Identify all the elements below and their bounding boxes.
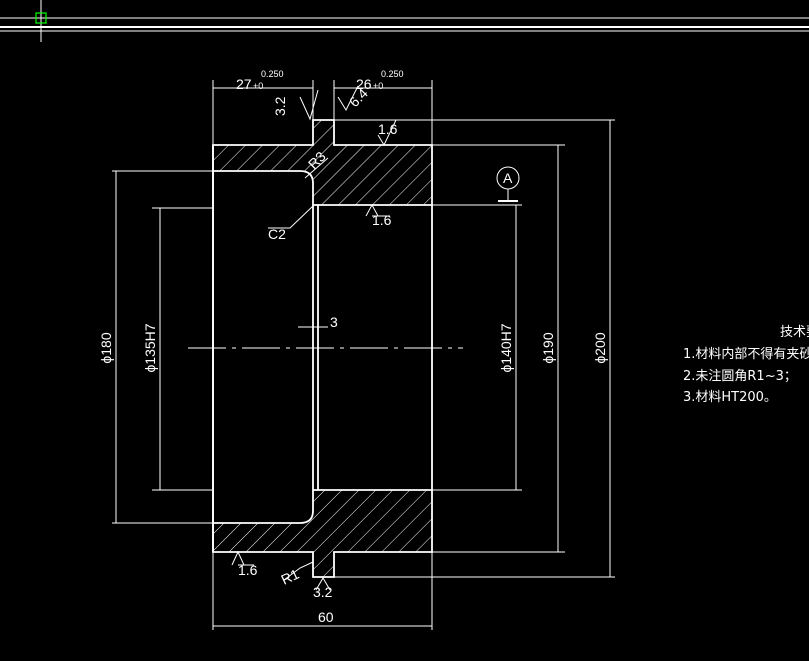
roughness-symbol-top-left (299, 89, 319, 121)
dim-phi190: ϕ190 (540, 332, 556, 363)
r3-leader (304, 157, 329, 179)
roughness-symbol-bore (365, 203, 390, 217)
dim-27-tol-sign: +0 (253, 81, 263, 91)
center-mark-label: 3 (330, 314, 338, 330)
note-item-3: 3.材料HT200。 (683, 390, 777, 405)
roughness-symbol-bottom-mid (315, 577, 331, 591)
roughness-top-left: 3.2 (272, 96, 288, 116)
note-item-2: 2.未注圆角R1~3； (683, 369, 797, 384)
datum-symbol (496, 166, 520, 202)
dim-phi180: ϕ180 (98, 332, 114, 363)
dim-26-tol-upper: 0.250 (381, 69, 404, 79)
roughness-bore: 1.6 (372, 212, 392, 228)
roughness-symbol-top-right (337, 85, 359, 112)
dim-27: 27 (236, 76, 252, 92)
dim-phi135: ϕ135H7 (142, 323, 158, 372)
radius-r1-label: R1 (279, 566, 302, 588)
dim-phi140: ϕ140H7 (498, 323, 514, 372)
roughness-bottom-mid: 3.2 (313, 584, 333, 600)
roughness-bottom-left: 1.6 (238, 562, 258, 578)
roughness-symbol-top-mid (377, 119, 397, 147)
note-item-1: 1.材料内部不得有夹砂、 (683, 346, 809, 362)
datum-label: A (503, 170, 513, 186)
chamfer-c2-label: C2 (268, 226, 286, 242)
cursor-icon[interactable] (10, 0, 62, 42)
r1-leader (283, 561, 314, 581)
roughness-symbol-bottom-left (231, 550, 254, 566)
dim-26: 26 (356, 76, 372, 92)
dim-26-tol-sign: +0 (373, 81, 383, 91)
dim-phi200: ϕ200 (592, 332, 608, 363)
technical-notes: 技术要 1.材料内部不得有夹砂、 2.未注圆角R1~3； 3.材料HT200。 (683, 325, 809, 405)
dimension-lines (112, 80, 615, 630)
dim-60: 60 (318, 609, 334, 625)
window-rule (0, 17, 809, 32)
dim-27-tol-upper: 0.250 (261, 69, 284, 79)
c2-leader (268, 205, 314, 229)
roughness-top-mid: 1.6 (378, 121, 398, 137)
notes-title: 技术要 (780, 325, 809, 340)
